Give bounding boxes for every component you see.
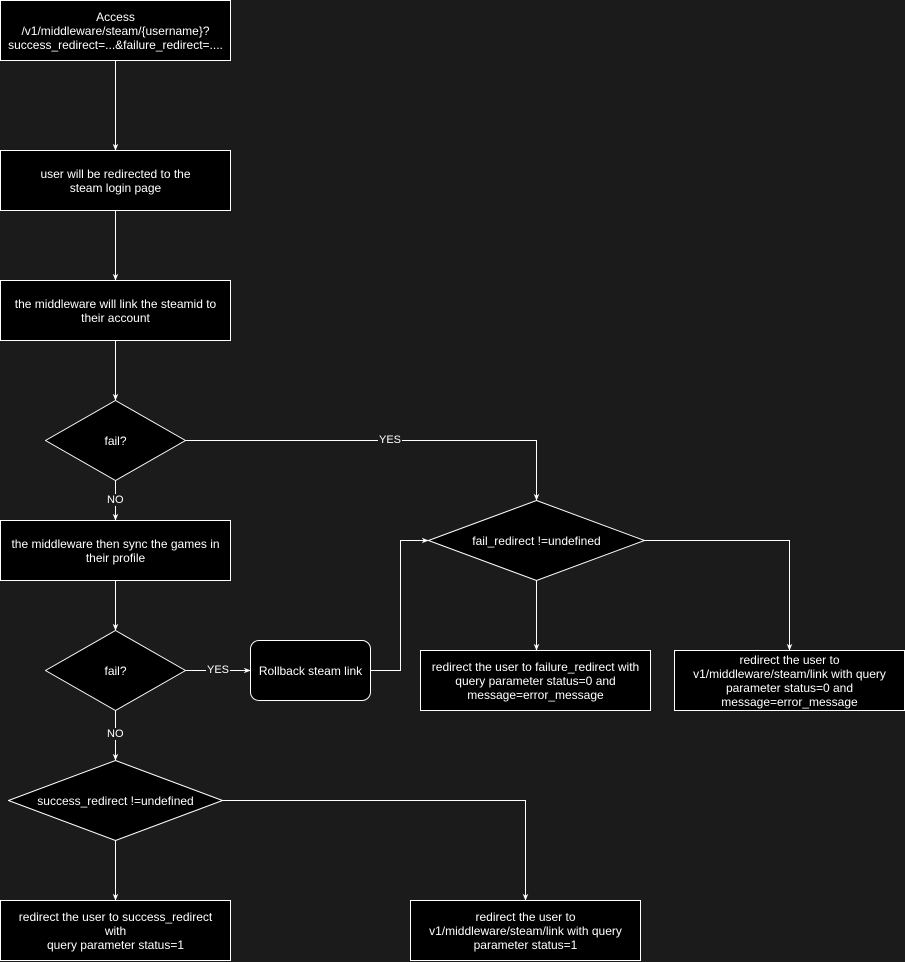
node-link-steamid-line1: the middleware will link the steamid to: [14, 296, 217, 311]
node-redirect-failure-line3: message=error_message: [467, 687, 604, 702]
node-steam-login: user will be redirected to the steam log…: [0, 150, 231, 211]
node-redirect-success-line2: query parameter status=1: [46, 937, 185, 952]
edge-success-redirect-no: [222, 800, 529, 901]
decision-fail-2-shape: [45, 630, 186, 711]
node-link-steamid-line2: their account: [81, 310, 150, 325]
node-redirect-link-fail-line3: parameter status=0 and: [725, 680, 854, 695]
decision-success-redirect-shape: [8, 760, 223, 841]
node-redirect-failure-line1: redirect the user to failure_redirect wi…: [431, 659, 640, 674]
decision-fail-redirect: fail_redirect !=undefined: [428, 500, 645, 581]
node-rollback-label: Rollback steam link: [258, 663, 363, 678]
node-redirect-link-success: redirect the user to v1/middleware/steam…: [410, 900, 641, 961]
node-redirect-success-line1: redirect the user to success_redirect wi…: [18, 909, 213, 938]
edge-fail1-yes: [185, 440, 540, 501]
node-access: Access /v1/middleware/steam/{username}? …: [0, 0, 231, 61]
decision-fail-1-label: fail?: [104, 433, 127, 448]
decision-fail-2: fail?: [45, 630, 186, 711]
edge-label-fail2-yes: YES: [206, 664, 231, 676]
decision-success-redirect: success_redirect !=undefined: [8, 760, 223, 841]
node-redirect-failure-line2: query parameter status=0 and: [455, 673, 616, 688]
node-redirect-link-fail-line4: message=error_message: [721, 694, 858, 709]
edge-label-fail1-no: NO: [106, 494, 125, 506]
node-rollback: Rollback steam link: [250, 640, 371, 701]
node-redirect-link-success-line2: v1/middleware/steam/link with query: [429, 923, 622, 938]
edge-label-fail2-no: NO: [106, 728, 125, 740]
edge-fail-redirect-no: [644, 540, 793, 651]
decision-fail-redirect-label: fail_redirect !=undefined: [472, 533, 601, 548]
node-redirect-link-fail-line1: redirect the user to: [739, 652, 840, 667]
decision-fail-2-label: fail?: [104, 663, 127, 678]
edge-label-fail1-yes: YES: [378, 434, 403, 446]
node-redirect-link-success-line3: parameter status=1: [473, 937, 578, 952]
node-sync-games-line2: their profile: [85, 550, 146, 565]
node-redirect-failure: redirect the user to failure_redirect wi…: [420, 650, 651, 711]
decision-fail-1: fail?: [45, 400, 186, 481]
node-redirect-link-fail-line2: v1/middleware/steam/link with query: [693, 666, 886, 681]
node-access-line1: Access: [96, 9, 135, 24]
node-link-steamid: the middleware will link the steamid to …: [0, 280, 231, 341]
edge-rollback-to-fail-redirect: [371, 537, 429, 671]
node-redirect-success: redirect the user to success_redirect wi…: [0, 900, 231, 961]
node-sync-games: the middleware then sync the games in th…: [0, 520, 231, 581]
node-access-line2: /v1/middleware/steam/{username}?: [21, 23, 210, 38]
node-redirect-link-fail: redirect the user to v1/middleware/steam…: [674, 650, 905, 711]
decision-fail-1-shape: [45, 400, 186, 481]
decision-fail-redirect-shape: [428, 500, 645, 581]
node-steam-login-line1: user will be redirected to the: [40, 166, 191, 181]
node-access-line3: success_redirect=...&failure_redirect=..…: [8, 37, 223, 52]
node-steam-login-line2: steam login page: [69, 180, 162, 195]
node-redirect-link-success-line1: redirect the user to: [475, 909, 576, 924]
decision-success-redirect-label: success_redirect !=undefined: [37, 793, 194, 808]
node-sync-games-line1: the middleware then sync the games in: [11, 536, 220, 551]
